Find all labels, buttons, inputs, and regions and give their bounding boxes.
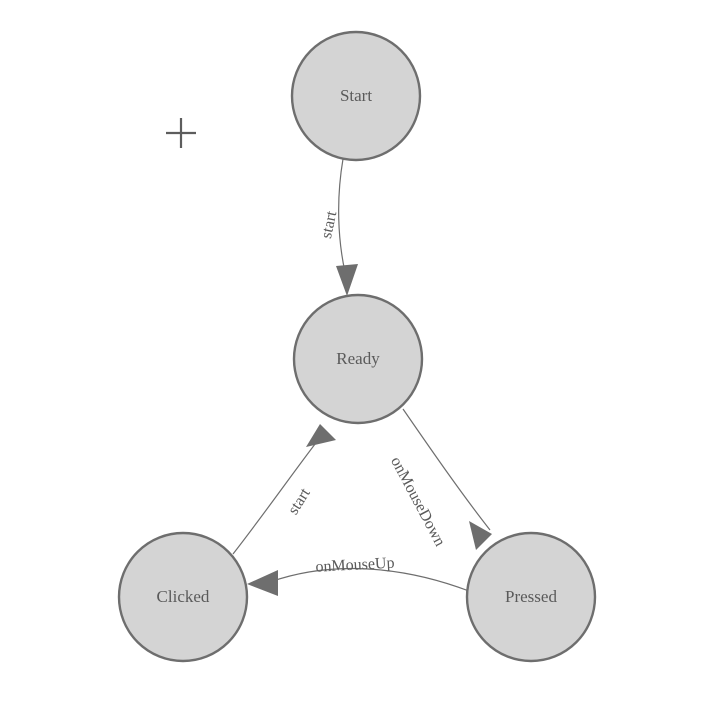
node-clicked[interactable]: Clicked [117, 531, 249, 663]
arrowhead-pressed-to-clicked [247, 570, 278, 596]
edge-label-pressed-to-clicked: onMouseUp [315, 555, 395, 576]
node-circle-clicked[interactable] [117, 531, 249, 663]
node-label-start: Start [340, 86, 372, 105]
edge-clicked-to-ready[interactable]: start [232, 424, 336, 555]
edge-path-pressed-to-clicked [269, 568, 470, 592]
node-ready[interactable]: Ready [292, 293, 424, 425]
arrowhead-start-to-ready [336, 264, 358, 296]
nodes-group: Start Ready Clicked Pressed [117, 30, 597, 663]
node-pressed[interactable]: Pressed [465, 531, 597, 663]
edge-path-clicked-to-ready [232, 434, 323, 555]
node-start[interactable]: Start [290, 30, 422, 162]
edge-path-ready-to-pressed [402, 408, 491, 531]
node-label-pressed: Pressed [505, 587, 557, 606]
edge-path-start-to-ready [338, 158, 346, 273]
edge-pressed-to-clicked[interactable]: onMouseUp [247, 555, 470, 596]
node-circle-pressed[interactable] [465, 531, 597, 663]
node-label-ready: Ready [336, 349, 380, 368]
edge-label-clicked-to-ready: start [285, 485, 314, 518]
arrowhead-ready-to-pressed [469, 521, 492, 550]
edge-ready-to-pressed[interactable]: onMouseDown [387, 408, 492, 550]
edge-label-ready-to-pressed: onMouseDown [387, 454, 448, 549]
node-label-clicked: Clicked [157, 587, 210, 606]
node-circle-ready[interactable] [292, 293, 424, 425]
arrowhead-clicked-to-ready [306, 424, 336, 447]
edge-label-start-to-ready: start [318, 209, 340, 240]
edge-start-to-ready[interactable]: start [318, 158, 358, 296]
crosshair-icon [166, 118, 196, 148]
node-circle-start[interactable] [290, 30, 422, 162]
